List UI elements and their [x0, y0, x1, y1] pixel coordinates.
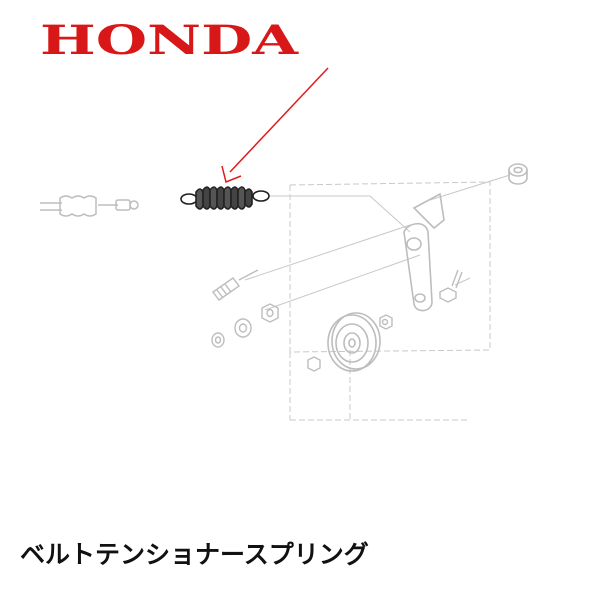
adjuster-screw: [212, 269, 259, 301]
leader-lines: [244, 174, 511, 311]
pivot-bolt: [439, 269, 463, 303]
washers-and-nuts: [211, 303, 393, 372]
honda-logo-text: HONDA: [40, 17, 299, 64]
red-arrow-icon: [221, 67, 329, 184]
product-caption: ベルトテンショナースプリング: [20, 540, 369, 569]
tensioner-pulley: [327, 312, 381, 372]
belt-tensioner-spring: [180, 186, 270, 210]
honda-logo: HONDA: [40, 17, 299, 64]
throttle-cable: [40, 195, 139, 217]
tensioner-arm: [403, 192, 445, 312]
collar: [508, 163, 528, 185]
assembly-frame: [289, 181, 491, 421]
